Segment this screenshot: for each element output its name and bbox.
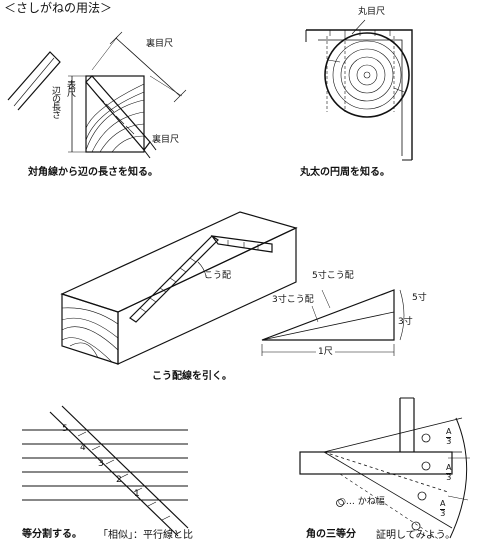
panel2-caption: 丸太の円周を知る。 <box>300 167 390 178</box>
panel5-caption: 角の三等分 <box>306 529 356 540</box>
label-kobai: こう配 <box>204 271 232 281</box>
fraction-denominator: 3 <box>446 472 452 482</box>
label-3sun: 3寸 <box>398 317 413 327</box>
ray-bottom <box>323 451 453 529</box>
division-number-5: 5 <box>62 424 68 434</box>
beam-top <box>60 211 298 313</box>
fraction-top: A 3 <box>446 427 452 447</box>
timber-square <box>85 75 145 153</box>
label-5sun: 5寸 <box>412 293 427 303</box>
panel4-caption: 等分割する。 <box>22 529 82 540</box>
page-title: ＜さしがねの用法＞ <box>4 1 113 15</box>
beam-side <box>117 227 297 365</box>
panel1-drawing <box>7 31 187 159</box>
fraction-bottom: A 3 <box>440 499 446 519</box>
panel2-drawing <box>305 19 413 161</box>
label-1shaku: 1尺 <box>316 347 335 357</box>
log-cross-section <box>324 32 410 118</box>
diagonal-rule-edge-b <box>61 405 189 529</box>
label-ura-bottom: 裏目尺 <box>152 135 180 145</box>
trisection-arc <box>449 417 468 539</box>
diagonal-rule-edge-a <box>49 411 179 537</box>
slope-square-arm <box>210 235 273 253</box>
label-hen-length: 辺の長さ <box>50 86 60 118</box>
label-ura-top: 裏目尺 <box>146 39 174 49</box>
beam-end <box>61 293 119 365</box>
fraction-middle: A 3 <box>446 463 452 483</box>
legend-kane-width: ○… かね幅 <box>338 497 385 507</box>
label-omote: 表尺 <box>65 80 75 96</box>
slope-square-blade <box>129 235 219 323</box>
panel5-note: 証明してみよう。 <box>376 530 456 541</box>
panel1-caption: 対角線から辺の長さを知る。 <box>28 167 158 178</box>
square-outer <box>306 29 413 160</box>
panel4-note: 「相似」：平行線と比 <box>98 530 193 541</box>
fraction-numerator: A <box>446 463 452 474</box>
panel5-drawing <box>299 397 470 541</box>
division-number-4: 4 <box>80 443 86 453</box>
label-3sun-kobai: 3寸こう配 <box>272 295 314 305</box>
ray-mid-dashed <box>323 451 449 493</box>
ura-dimension <box>115 37 181 97</box>
fraction-denominator: 3 <box>446 436 452 446</box>
ray-top <box>323 417 463 453</box>
division-number-3: 3 <box>98 459 104 469</box>
division-number-2: 2 <box>116 475 122 485</box>
fraction-numerator: A <box>446 427 452 438</box>
panel4-drawing <box>22 405 189 537</box>
square-upper-arm <box>7 51 61 111</box>
fraction-denominator: 3 <box>440 508 446 518</box>
fraction-numerator: A <box>440 499 446 510</box>
label-5sun-kobai: 5寸こう配 <box>312 271 354 281</box>
panel3-drawing <box>60 211 405 365</box>
diagonal-blade <box>85 75 151 151</box>
label-maru: 丸目尺 <box>358 7 386 17</box>
panel3-caption: こう配線を引く。 <box>152 371 232 382</box>
division-number-1: 1 <box>134 489 140 499</box>
slope-line-3sun <box>261 311 395 341</box>
